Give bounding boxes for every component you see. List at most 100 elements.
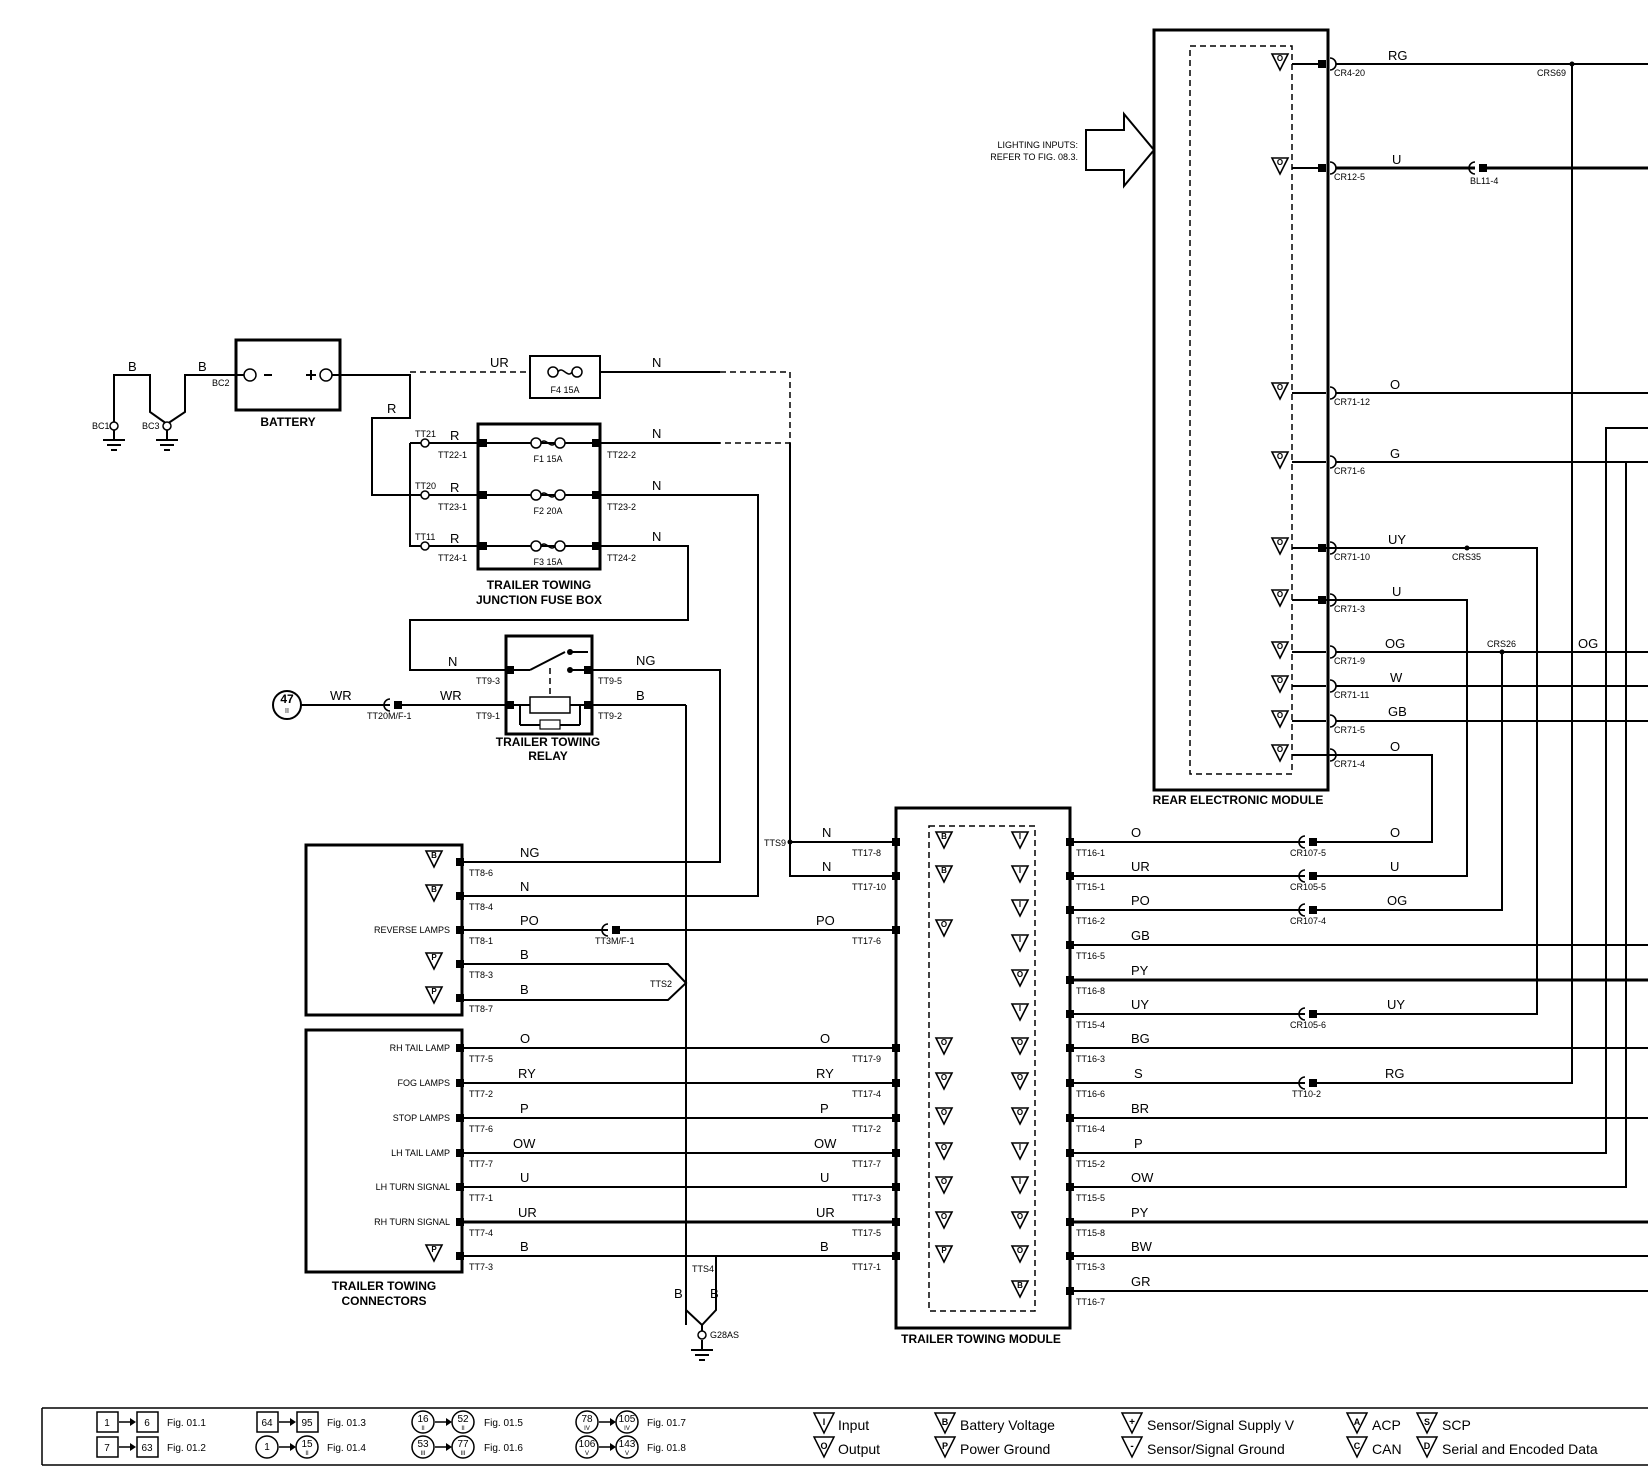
svg-text:TT9-5: TT9-5 [598,676,622,686]
input-icon: I [1011,831,1029,849]
power-ground-icon: P [425,986,443,1004]
svg-text:B: B [636,688,645,703]
svg-text:F1 15A: F1 15A [533,454,562,464]
junction-fuse-box: F1 15A F2 20A F3 15A TRAILER TOWING JUNC… [476,422,602,607]
svg-text:BL11-4: BL11-4 [1470,176,1498,186]
output-icon: O [1271,537,1289,555]
svg-text:O: O [1017,1212,1023,1221]
svg-text:B: B [431,851,437,860]
svg-text:105: 105 [619,1414,636,1425]
svg-text:S: S [1134,1066,1143,1081]
output-icon: O [1271,451,1289,469]
fig-reference-circle: 47 II [272,690,302,720]
svg-text:7: 7 [104,1443,110,1454]
svg-text:W: W [1390,670,1403,685]
svg-text:I: I [1019,832,1021,841]
svg-text:B: B [520,1239,529,1254]
svg-text:S: S [1424,1417,1430,1427]
output-icon: O [935,1107,953,1125]
svg-text:O: O [1277,676,1283,685]
rear-electronic-module: REAR ELECTRONIC MODULE [1152,28,1330,807]
svg-text:REFER TO FIG. 08.3.: REFER TO FIG. 08.3. [990,152,1078,162]
svg-text:I: I [1019,1143,1021,1152]
legend-sensor-supply-icon: + [1120,1412,1144,1435]
svg-text:NG: NG [520,845,540,860]
svg-text:Fig. 01.1: Fig. 01.1 [167,1418,206,1429]
svg-text:O: O [941,1177,947,1186]
input-icon: I [1011,1003,1029,1021]
svg-text:II: II [305,1451,309,1457]
svg-text:CR71-10: CR71-10 [1334,552,1370,562]
wire-label: B [198,359,207,374]
svg-text:TT10-2: TT10-2 [1292,1089,1321,1099]
svg-text:U: U [1390,859,1399,874]
svg-text:CR107-4: CR107-4 [1290,916,1326,926]
legend-ref-1: 1 6 Fig. 01.1 [96,1411,206,1433]
svg-text:P: P [942,1441,948,1451]
svg-text:1: 1 [264,1442,270,1453]
svg-text:O: O [1131,825,1141,840]
svg-text:CR71-3: CR71-3 [1334,604,1365,614]
output-icon: O [1271,589,1289,607]
svg-text:O: O [1390,739,1400,754]
svg-text:O: O [1017,970,1023,979]
output-icon: O [1271,710,1289,728]
output-icon: O [1271,382,1289,400]
svg-text:B: B [1017,1281,1023,1290]
svg-text:TT22-1: TT22-1 [438,450,467,460]
svg-text:I: I [823,1417,826,1427]
wire-label: UR [490,355,509,370]
svg-text:O: O [941,1108,947,1117]
svg-text:TT23-2: TT23-2 [607,502,636,512]
svg-text:P: P [820,1101,829,1116]
svg-text:TT17-9: TT17-9 [852,1054,881,1064]
ground-icon [690,1339,714,1361]
svg-text:RH TURN SIGNAL: RH TURN SIGNAL [374,1217,450,1227]
output-icon: O [935,1176,953,1194]
svg-text:CR107-5: CR107-5 [1290,848,1326,858]
svg-text:GB: GB [1131,928,1150,943]
svg-text:P: P [431,1245,437,1254]
svg-text:OW: OW [814,1136,837,1151]
svg-text:N: N [652,478,661,493]
power-ground-icon: P [935,1245,953,1263]
svg-text:Fig. 01.4: Fig. 01.4 [327,1443,366,1454]
svg-text:O: O [941,1143,947,1152]
svg-text:P: P [431,953,437,962]
svg-text:I: I [1019,1004,1021,1013]
svg-text:O: O [1017,1038,1023,1047]
svg-text:RH TAIL LAMP: RH TAIL LAMP [390,1043,450,1053]
svg-text:RG: RG [1385,1066,1405,1081]
svg-text:PY: PY [1131,963,1149,978]
svg-text:O: O [1277,383,1283,392]
svg-text:B: B [820,1239,829,1254]
svg-text:B: B [520,947,529,962]
svg-text:O: O [1277,538,1283,547]
svg-text:TT15-8: TT15-8 [1076,1228,1105,1238]
svg-text:TT17-3: TT17-3 [852,1193,881,1203]
output-icon: O [1271,641,1289,659]
svg-text:WR: WR [440,688,462,703]
svg-text:CR71-11: CR71-11 [1334,690,1369,700]
svg-text:RY: RY [816,1066,834,1081]
svg-text:B: B [941,866,947,875]
output-icon: O [1011,1037,1029,1055]
ground-icon [102,429,126,451]
svg-text:Fig. 01.6: Fig. 01.6 [484,1443,523,1454]
svg-text:O: O [941,920,947,929]
input-icon: I [1011,865,1029,883]
svg-text:UR: UR [1131,859,1150,874]
svg-text:OW: OW [513,1136,536,1151]
svg-text:BG: BG [1131,1031,1150,1046]
svg-text:TT17-8: TT17-8 [852,848,881,858]
svg-text:TT7-6: TT7-6 [469,1124,493,1134]
svg-text:TT9-1: TT9-1 [476,711,500,721]
svg-text:LH TAIL LAMP: LH TAIL LAMP [391,1148,450,1158]
svg-text:Output: Output [838,1441,880,1457]
svg-text:TT16-6: TT16-6 [1076,1089,1105,1099]
input-icon: I [1011,1176,1029,1194]
svg-text:LH TURN SIGNAL: LH TURN SIGNAL [376,1182,450,1192]
svg-text:F2 20A: F2 20A [533,506,562,516]
battery-voltage-icon: B [1011,1280,1029,1298]
